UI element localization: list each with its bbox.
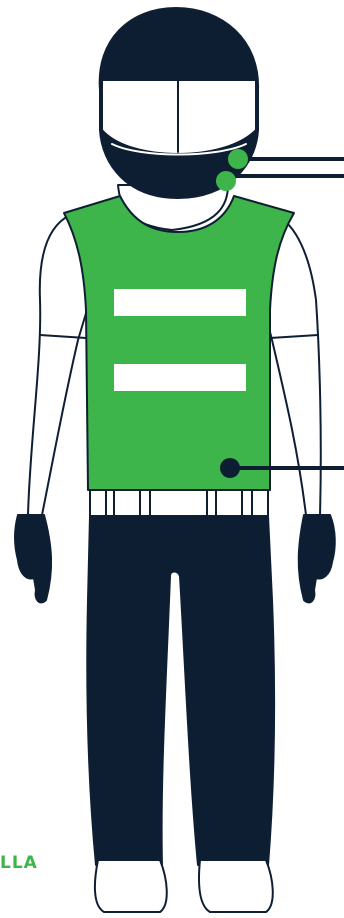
vest-marker: [220, 458, 240, 478]
left-shoe: [95, 860, 167, 912]
helmet-chin-marker: [228, 149, 248, 169]
left-glove: [15, 515, 51, 602]
neck-marker: [216, 171, 236, 191]
right-glove: [299, 515, 335, 602]
pants: [87, 516, 274, 865]
safety-vest: [64, 196, 294, 490]
reflective-stripe-top: [114, 289, 246, 316]
reflective-stripe-bottom: [114, 364, 246, 391]
right-shoe: [199, 860, 273, 912]
edge-label: LLA: [0, 853, 38, 873]
